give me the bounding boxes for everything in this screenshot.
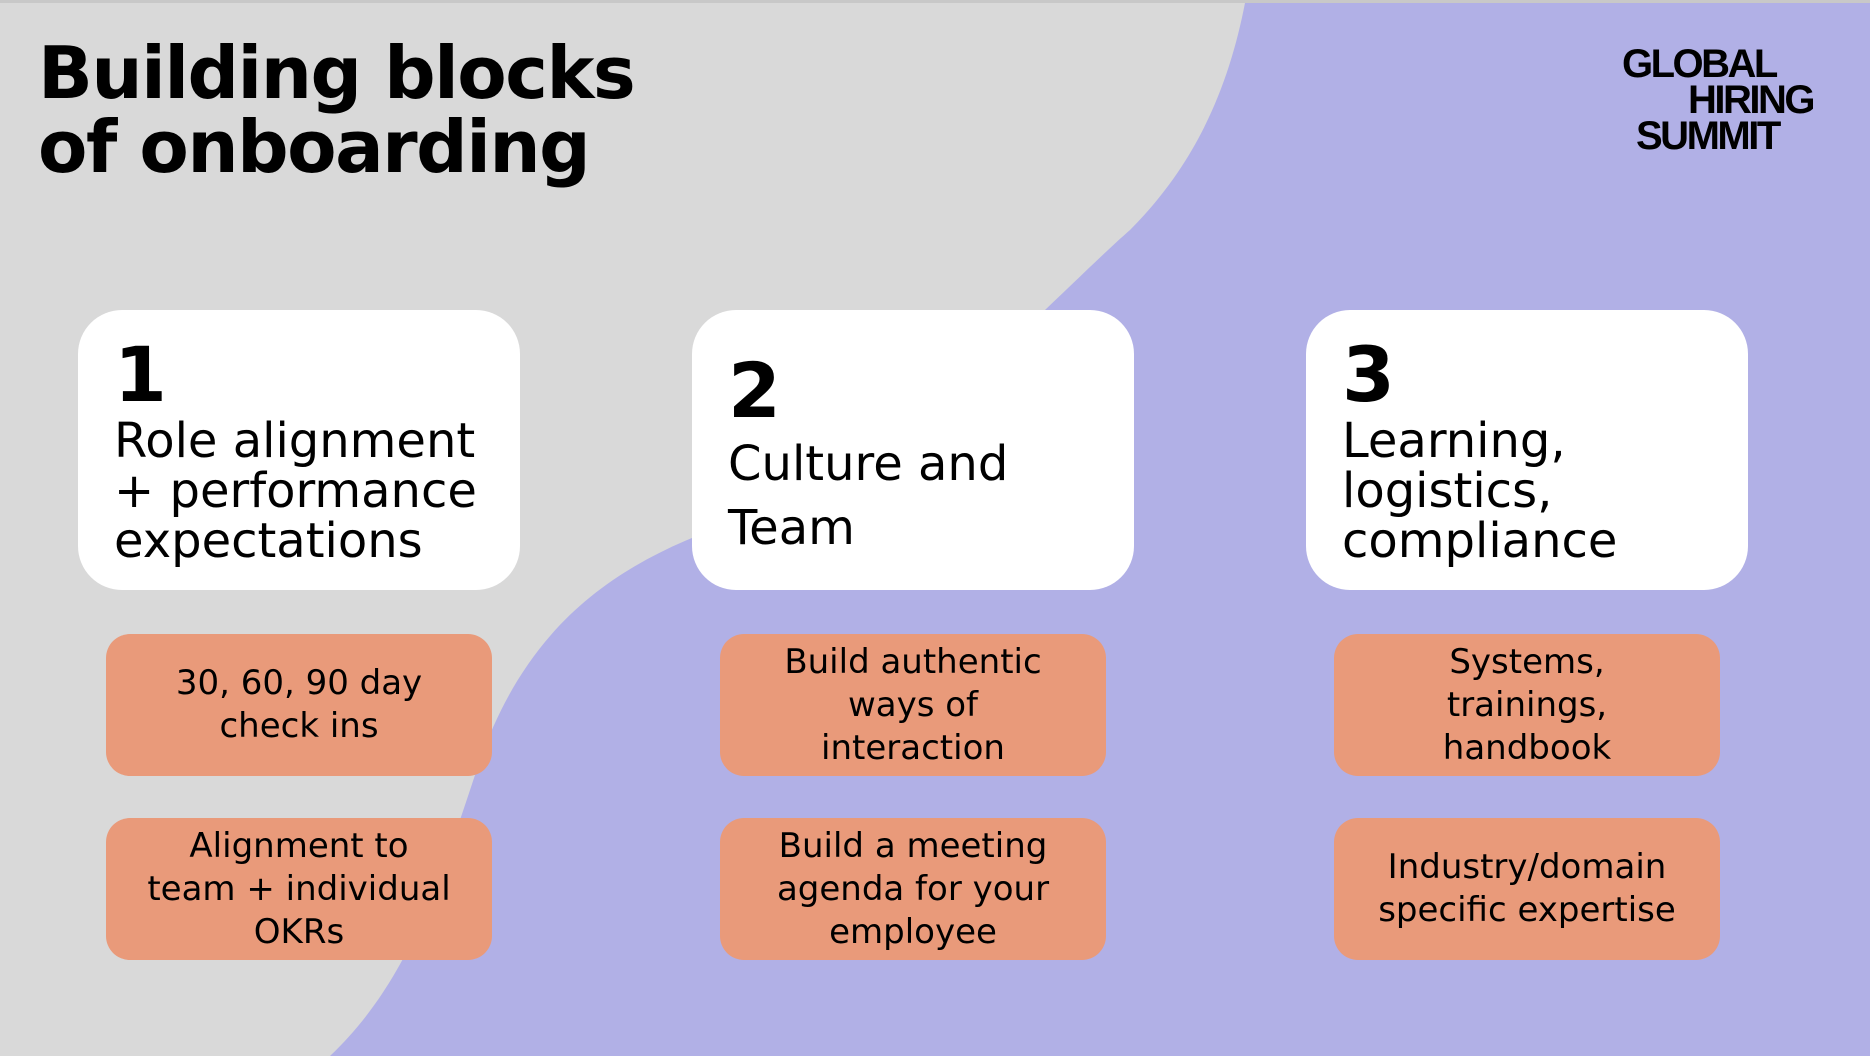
pill-line: 30, 60, 90 day (175, 663, 423, 703)
pill-domain-expertise: Industry/domain specific expertise (1334, 818, 1720, 960)
card-title-line: expectations (114, 513, 423, 569)
card-title-line: Culture and (728, 436, 1009, 492)
pill-line: Industry/domain (1387, 847, 1667, 887)
pill-line: Build authentic (784, 641, 1042, 682)
card-number: 2 (728, 346, 781, 435)
logo-line: HIRING (1688, 78, 1816, 122)
pill-line: employee (829, 911, 997, 952)
pill-line: check ins (219, 706, 379, 746)
pill-authentic-interaction: Build authentic ways of interaction (720, 634, 1106, 776)
pill-line: handbook (1442, 727, 1612, 768)
pill-line: Build a meeting (778, 825, 1048, 866)
block-card-culture-team: 2 Culture and Team (692, 310, 1134, 590)
card-title: Role alignment + performance expectation… (114, 416, 490, 566)
card-title-line: logistics, (1342, 463, 1553, 519)
pill-line: interaction (821, 727, 1005, 768)
card-title-line: Role alignment (114, 413, 476, 469)
block-card-learning-logistics: 3 Learning, logistics, compliance (1306, 310, 1748, 590)
logo-line: SUMMIT (1636, 114, 1781, 158)
card-title-line: compliance (1342, 513, 1618, 569)
pill-check-ins: 30, 60, 90 day check ins (106, 634, 492, 776)
pill-line: team + individual (147, 868, 451, 909)
pill-meeting-agenda: Build a meeting agenda for your employee (720, 818, 1106, 960)
block-card-role-alignment: 1 Role alignment + performance expectati… (78, 310, 520, 590)
global-hiring-summit-logo: GLOBAL HIRING SUMMIT (1622, 42, 1832, 158)
pill-line: Alignment to (189, 825, 409, 866)
card-number: 1 (114, 330, 167, 419)
pill-line: OKRs (253, 911, 345, 952)
pill-line: trainings, (1446, 684, 1608, 725)
card-number: 3 (1342, 330, 1395, 419)
logo-line: GLOBAL (1622, 42, 1778, 86)
card-title: Learning, logistics, compliance (1342, 416, 1718, 566)
pill-line: agenda for your (776, 868, 1050, 909)
pill-line: ways of (847, 684, 979, 725)
pill-line: Systems, (1449, 641, 1605, 682)
slide-title-line: of onboarding (38, 105, 591, 189)
pill-line: specific expertise (1378, 890, 1676, 930)
card-title-line: + performance (114, 463, 477, 519)
top-border (0, 0, 1870, 3)
slide-title: Building blocks of onboarding (38, 31, 636, 189)
card-title-line: Learning, (1342, 413, 1566, 469)
card-title-line: Team (728, 500, 855, 556)
pill-okr-alignment: Alignment to team + individual OKRs (106, 818, 492, 960)
slide-title-line: Building blocks (38, 31, 636, 115)
pill-systems-trainings: Systems, trainings, handbook (1334, 634, 1720, 776)
card-title: Culture and Team (728, 432, 1104, 560)
